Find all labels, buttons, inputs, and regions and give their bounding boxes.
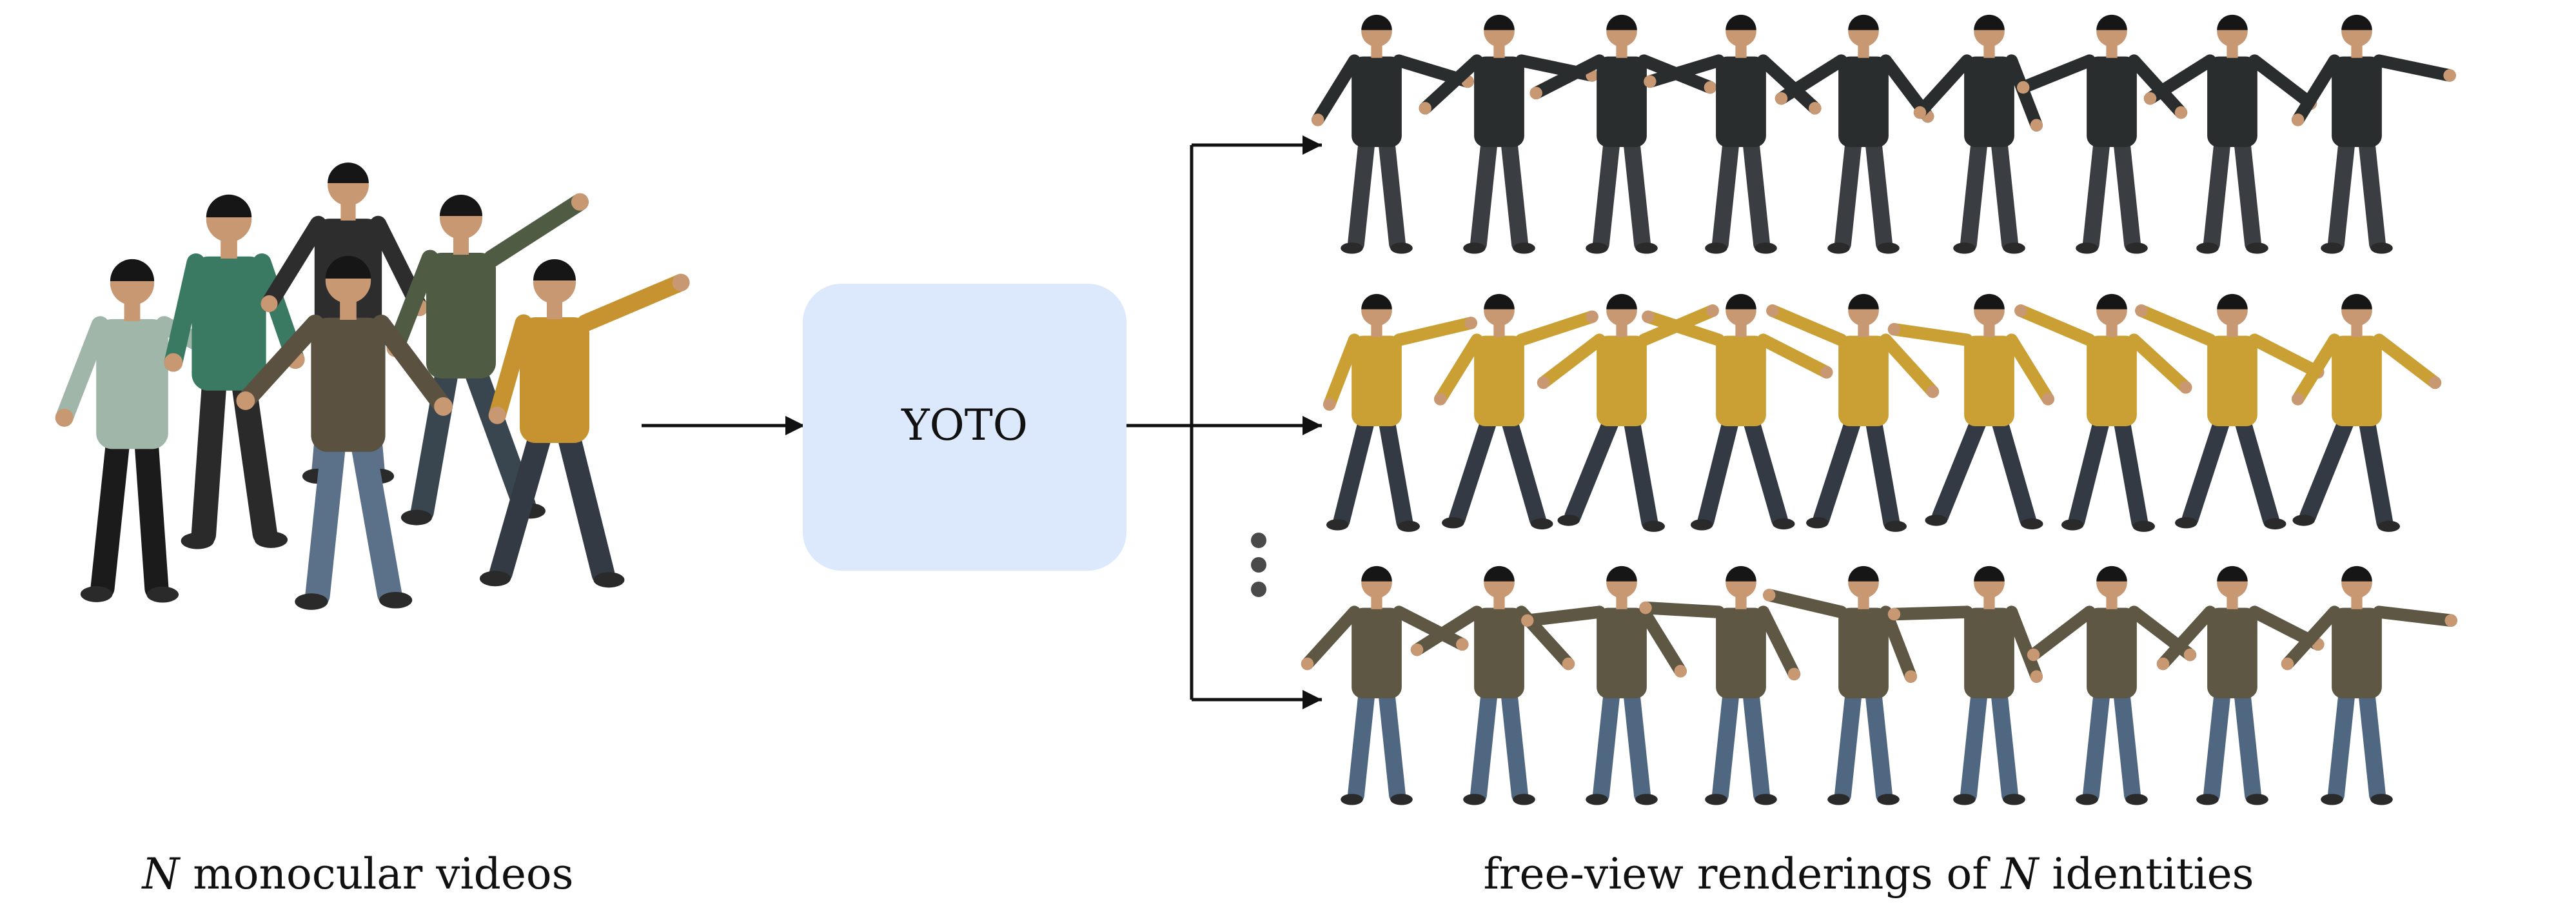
rendering-row-3-view-2 [1410, 565, 1575, 805]
input-caption: N monocular videos [141, 849, 573, 899]
rendering-row-1-view-2 [1419, 14, 1598, 254]
rendering-row-3-view-4 [1639, 565, 1801, 805]
rendering-row-2-view-6 [1887, 293, 2054, 530]
input-caption-var: N [141, 849, 181, 899]
rendering-row-1-view-9 [2292, 14, 2456, 254]
rendering-row-2-view-1 [1322, 293, 1477, 532]
rendering-row-1-view-7 [2016, 14, 2188, 254]
rendering-row-2-view-8 [2135, 293, 2325, 530]
output-caption-var: N [2000, 849, 2040, 899]
rendering-row-3-view-5 [1763, 565, 1918, 805]
rendering-row-2-view-3 [1537, 293, 1719, 532]
rendering-row-1-view-4 [1644, 14, 1822, 254]
rendering-row-3-view-1 [1301, 565, 1469, 805]
rendering-row-3-view-3 [1521, 565, 1687, 805]
yoto-method-box [803, 284, 1126, 571]
rendering-row-1-view-3 [1529, 14, 1717, 254]
vertical-ellipsis-icon [1251, 533, 1266, 597]
output-caption-suffix: identities [2038, 849, 2254, 899]
output-caption: free-view renderings of N identities [1484, 849, 2254, 899]
rendering-row-2-view-2 [1434, 293, 1598, 530]
rendering-row-1-view-8 [2143, 14, 2317, 254]
rendering-row-1-view-6 [1913, 14, 2043, 254]
rendering-row-3-view-8 [2156, 565, 2325, 805]
input-people-group [55, 162, 690, 610]
rendering-row-2-view-4 [1642, 293, 1833, 531]
rendering-row-1-view-5 [1775, 14, 1934, 254]
output-caption-prefix: free-view renderings of [1484, 849, 2001, 899]
input-person-6 [479, 259, 690, 588]
rendering-row-3-view-7 [2027, 565, 2197, 805]
input-caption-text: monocular videos [179, 849, 573, 899]
rendering-row-2-view-7 [2014, 293, 2192, 532]
input-person-5 [236, 255, 453, 610]
yoto-label: YOTO [901, 400, 1028, 450]
output-renderings-grid [1301, 14, 2457, 805]
rendering-row-2-view-9 [2292, 293, 2442, 532]
output-connector [1126, 145, 1194, 700]
rendering-row-2-view-5 [1766, 293, 1940, 532]
rendering-row-3-view-9 [2281, 565, 2457, 805]
rendering-row-1-view-1 [1312, 14, 1474, 254]
rendering-row-3-view-6 [1887, 565, 2043, 805]
